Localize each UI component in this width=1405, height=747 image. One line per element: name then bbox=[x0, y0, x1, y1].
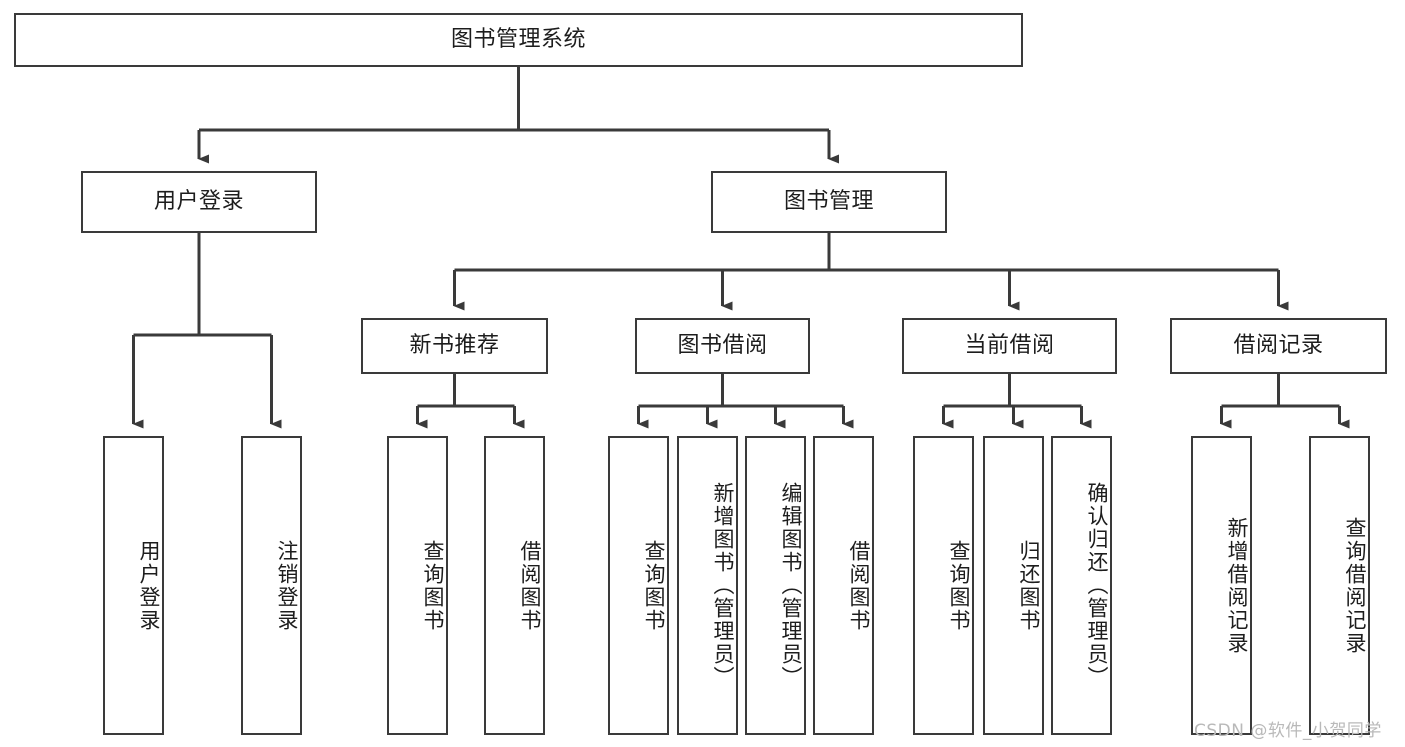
node-label: 用户登录 bbox=[153, 188, 244, 214]
node-label: 归还图书 bbox=[1017, 539, 1041, 632]
node-leaf-user-login[interactable]: 用户登录 bbox=[103, 436, 164, 735]
node-leaf-add-book[interactable]: 新增图书（管理员） bbox=[677, 436, 738, 735]
node-label: 当前借阅 bbox=[964, 332, 1055, 358]
node-leaf-query-book-2[interactable]: 查询图书 bbox=[608, 436, 669, 735]
node-label: 确认归还（管理员） bbox=[1085, 482, 1109, 689]
node-book-manage[interactable]: 图书管理 bbox=[711, 171, 947, 233]
node-leaf-query-book-1[interactable]: 查询图书 bbox=[387, 436, 448, 735]
node-leaf-return-book[interactable]: 归还图书 bbox=[983, 436, 1044, 735]
node-label: 图书管理系统 bbox=[450, 26, 586, 52]
node-current-borrow[interactable]: 当前借阅 bbox=[902, 318, 1117, 374]
node-leaf-edit-book[interactable]: 编辑图书（管理员） bbox=[745, 436, 806, 735]
node-label: 新增图书（管理员） bbox=[711, 482, 735, 689]
node-label: 新书推荐 bbox=[409, 332, 500, 358]
node-label: 图书管理 bbox=[783, 188, 874, 214]
node-leaf-borrow-book-1[interactable]: 借阅图书 bbox=[484, 436, 545, 735]
node-leaf-confirm-return[interactable]: 确认归还（管理员） bbox=[1051, 436, 1112, 735]
node-label: 编辑图书（管理员） bbox=[779, 482, 803, 689]
node-book-borrow[interactable]: 图书借阅 bbox=[635, 318, 810, 374]
node-label: 借阅记录 bbox=[1233, 332, 1324, 358]
node-borrow-record[interactable]: 借阅记录 bbox=[1170, 318, 1387, 374]
node-leaf-borrow-book-2[interactable]: 借阅图书 bbox=[813, 436, 874, 735]
node-label: 查询图书 bbox=[421, 539, 445, 632]
node-label: 用户登录 bbox=[137, 539, 161, 632]
node-new-book-rec[interactable]: 新书推荐 bbox=[361, 318, 548, 374]
node-label: 图书借阅 bbox=[677, 332, 768, 358]
node-label: 查询借阅记录 bbox=[1343, 516, 1367, 655]
node-label: 查询图书 bbox=[642, 539, 666, 632]
csdn-watermark: CSDN @软件_小贺同学 bbox=[1194, 721, 1382, 741]
node-label: 新增借阅记录 bbox=[1225, 516, 1249, 655]
node-leaf-logout[interactable]: 注销登录 bbox=[241, 436, 302, 735]
node-label: 借阅图书 bbox=[847, 539, 871, 632]
node-leaf-query-record[interactable]: 查询借阅记录 bbox=[1309, 436, 1370, 735]
node-leaf-query-book-3[interactable]: 查询图书 bbox=[913, 436, 974, 735]
node-label: 借阅图书 bbox=[518, 539, 542, 632]
node-leaf-add-record[interactable]: 新增借阅记录 bbox=[1191, 436, 1252, 735]
node-user-login[interactable]: 用户登录 bbox=[81, 171, 317, 233]
node-label: 注销登录 bbox=[275, 539, 299, 632]
node-label: 查询图书 bbox=[947, 539, 971, 632]
node-root[interactable]: 图书管理系统 bbox=[14, 13, 1023, 67]
